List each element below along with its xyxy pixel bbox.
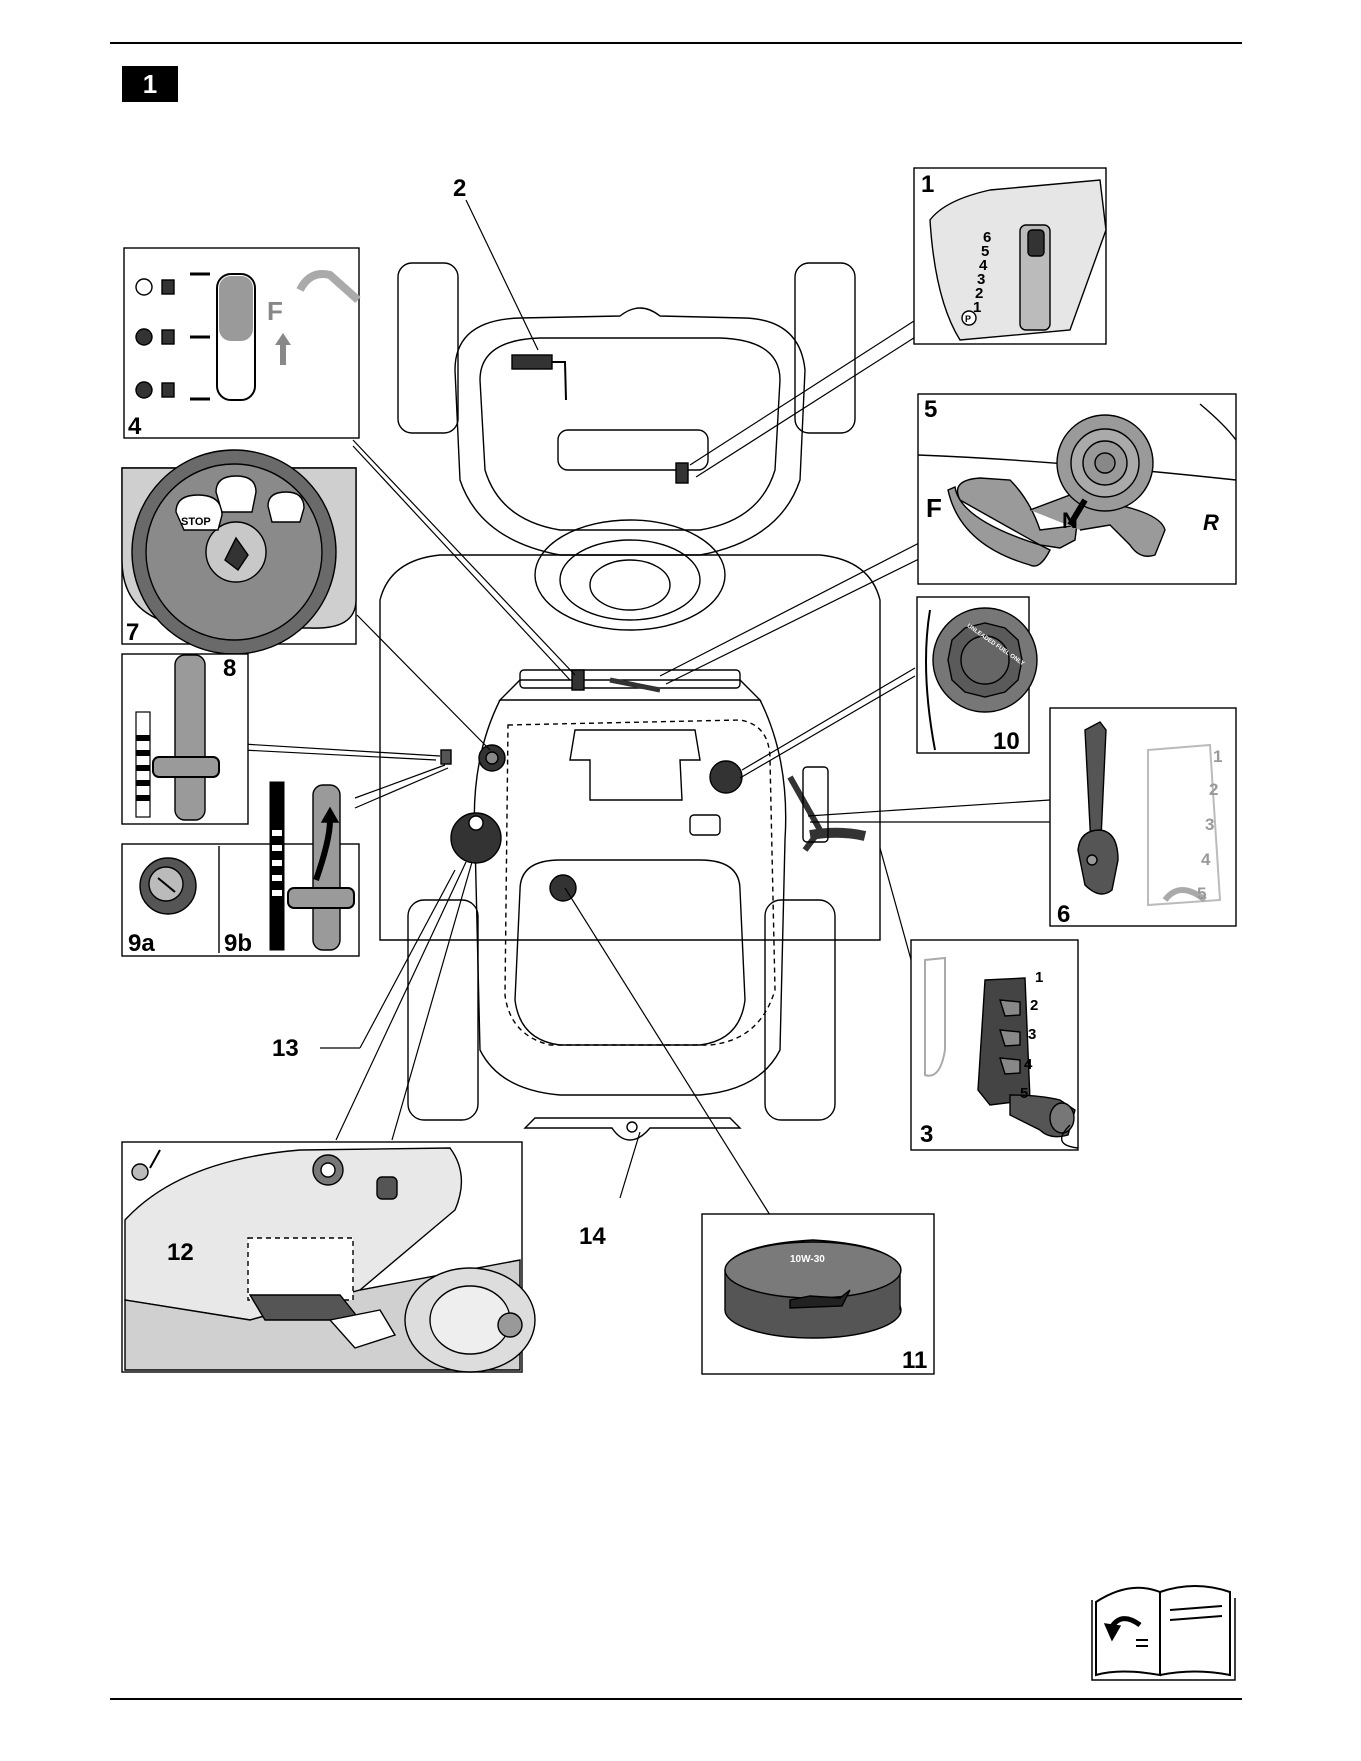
height3-2: 2	[1030, 997, 1038, 1014]
pedal-neutral-letter: N	[1062, 508, 1078, 533]
callout-13: 13	[272, 1035, 299, 1062]
callout-12: 12	[167, 1239, 194, 1266]
callout-11: 11	[902, 1347, 927, 1374]
height3-5: 5	[1020, 1085, 1028, 1102]
height3-3: 3	[1028, 1026, 1036, 1043]
pedal-forward-letter: F	[926, 493, 942, 523]
callout-14: 14	[579, 1223, 606, 1250]
callout-1: 1	[921, 171, 934, 198]
height3-4: 4	[1024, 1056, 1033, 1073]
gear-1: 1	[973, 299, 981, 316]
callout-9b: 9b	[224, 930, 252, 957]
callout-4: 4	[128, 413, 142, 440]
height6-2: 2	[1209, 780, 1218, 799]
inset-oil-cap	[702, 1214, 934, 1374]
height6-3: 3	[1205, 815, 1214, 834]
height6-4: 4	[1201, 850, 1211, 869]
throttle-forward-letter: F	[267, 296, 283, 326]
callout-10: 10	[993, 728, 1020, 755]
height6-1: 1	[1213, 747, 1222, 766]
inset-cut-height-gate	[911, 940, 1078, 1150]
tractor-outline	[380, 263, 880, 1140]
book-icon	[1092, 1586, 1235, 1680]
callout-9a: 9a	[128, 930, 155, 957]
gear-park: P	[965, 314, 971, 324]
callout-5: 5	[924, 396, 937, 423]
height6-5: 5	[1197, 884, 1206, 903]
callout-6: 6	[1057, 901, 1070, 928]
inset-direction-pedal	[918, 394, 1236, 584]
inset-gear-selector	[914, 168, 1106, 344]
callout-8: 8	[223, 655, 236, 682]
inset-ignition	[122, 450, 356, 654]
callout-2: 2	[453, 175, 466, 202]
inset-throttle	[124, 248, 359, 438]
callout-7: 7	[126, 619, 139, 646]
callout-3: 3	[920, 1121, 933, 1148]
oil-cap-text: 10W-30	[790, 1254, 825, 1265]
pedal-reverse-letter: R	[1203, 510, 1219, 535]
height3-1: 1	[1035, 969, 1043, 986]
ignition-stop-label: STOP	[181, 516, 211, 528]
